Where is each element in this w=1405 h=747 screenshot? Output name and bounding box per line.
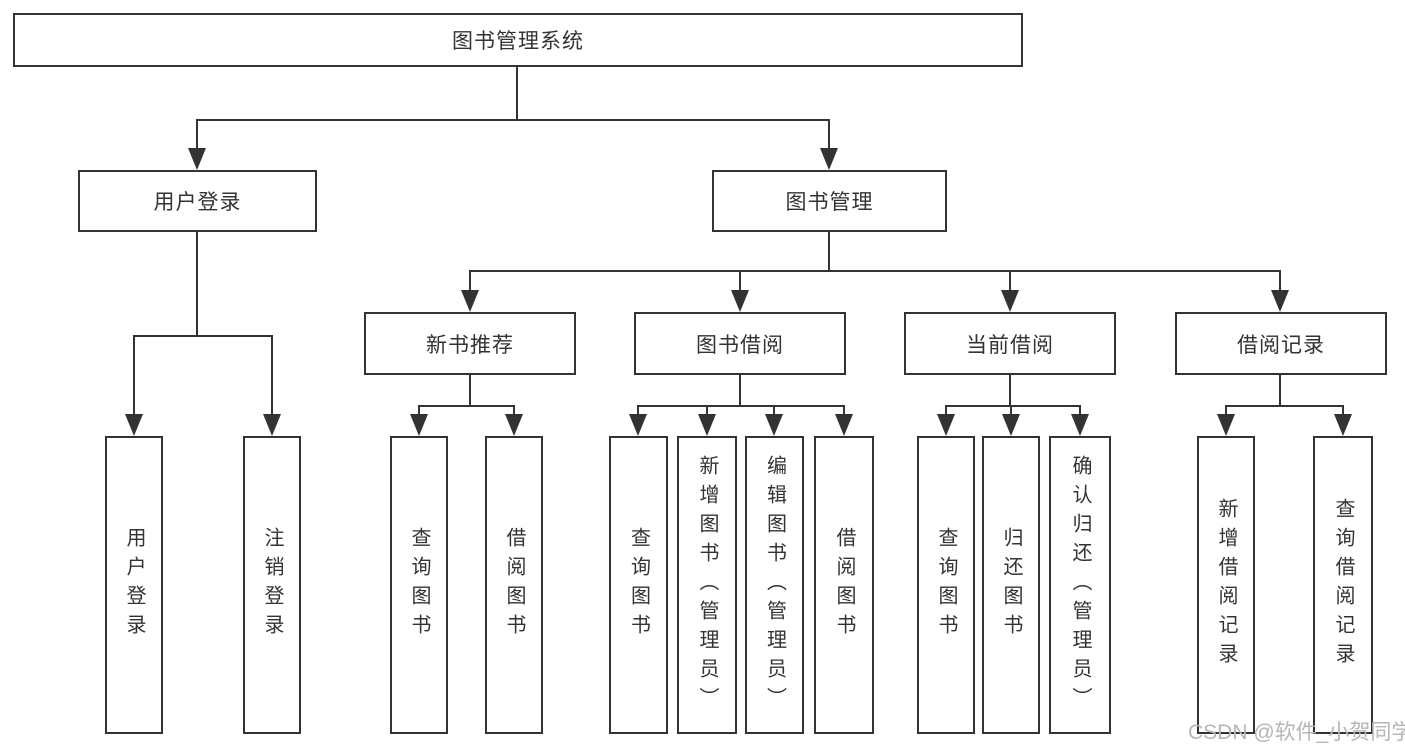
arrow-to-borrow-add-icon [698, 405, 716, 436]
node-label: 图书管理系统 [452, 30, 584, 53]
node-library-management-system: 图书管理系统 [13, 13, 1023, 67]
leaf-label: 用户登录 [123, 527, 145, 643]
arrow-to-borrow-query-icon [629, 405, 647, 436]
leaf-recommend-borrow-books: 借阅图书 [485, 436, 543, 734]
leaf-user-login: 用户登录 [105, 436, 163, 734]
leaf-records-query-borrow-record: 查询借阅记录 [1313, 436, 1373, 734]
arrow-to-records-add-icon [1217, 405, 1235, 436]
connector-recommend-stub [469, 375, 471, 405]
connector-current-stub [1009, 375, 1011, 405]
leaf-label: 确认归还（管理员） [1069, 454, 1091, 716]
arrow-to-recommend-borrow-icon [505, 405, 523, 436]
arrow-to-current-return-icon [1002, 405, 1020, 436]
arrow-to-records-query-icon [1334, 405, 1352, 436]
node-borrow-records: 借阅记录 [1175, 312, 1387, 375]
arrow-to-leaf-user-login-icon [125, 335, 143, 436]
leaf-label: 查询图书 [627, 527, 650, 643]
leaf-current-query-books: 查询图书 [917, 436, 975, 734]
arrow-to-borrow-records-icon [1271, 270, 1289, 312]
leaf-label: 查询图书 [935, 527, 957, 643]
node-label: 图书借阅 [696, 333, 784, 357]
arrow-to-recommend-query-icon [410, 405, 428, 436]
connector-book-management-stub [828, 232, 830, 270]
connector-recommend-split [418, 405, 515, 407]
arrow-to-current-query-icon [937, 405, 955, 436]
connector-records-split [1225, 405, 1344, 407]
leaf-label: 新增图书（管理员） [696, 454, 718, 716]
arrow-to-book-borrow-icon [731, 270, 749, 312]
connector-user-login-split [133, 335, 273, 337]
node-label: 图书管理 [785, 191, 874, 214]
leaf-records-add-borrow-record: 新增借阅记录 [1197, 436, 1255, 734]
connector-user-login-stub [196, 232, 198, 335]
node-current-borrow: 当前借阅 [904, 312, 1116, 375]
node-book-borrow: 图书借阅 [634, 312, 846, 375]
leaf-recommend-query-books: 查询图书 [390, 436, 448, 734]
node-new-book-recommend: 新书推荐 [364, 312, 576, 375]
arrow-to-current-borrow-icon [1001, 270, 1019, 312]
leaf-borrow-add-books-admin: 新增图书（管理员） [677, 436, 737, 734]
node-user-login: 用户登录 [78, 170, 317, 232]
leaf-label: 注销登录 [261, 527, 283, 643]
node-label: 用户登录 [153, 191, 242, 214]
arrow-to-new-book-recommend-icon [461, 270, 479, 312]
arrow-to-borrow-edit-icon [765, 405, 783, 436]
connector-current-split [945, 405, 1081, 407]
connector-root-split [196, 119, 830, 121]
connector-borrow-split [637, 405, 845, 407]
connector-borrow-stub [739, 375, 741, 405]
leaf-current-return-books: 归还图书 [982, 436, 1040, 734]
leaf-label: 归还图书 [1000, 527, 1022, 643]
leaf-borrow-edit-books-admin: 编辑图书（管理员） [745, 436, 804, 734]
csdn-watermark: CSDN @软件_小贺同学 [1188, 721, 1405, 744]
connector-records-stub [1279, 375, 1281, 405]
arrow-to-book-management-icon [820, 119, 838, 170]
node-book-management: 图书管理 [712, 170, 947, 232]
leaf-label: 查询图书 [408, 527, 430, 643]
arrow-to-borrow-borrow-icon [835, 405, 853, 436]
leaf-label: 借阅图书 [503, 527, 525, 643]
node-label: 当前借阅 [966, 333, 1054, 357]
connector-book-management-split [469, 270, 1281, 272]
arrow-to-leaf-logout-icon [263, 335, 281, 436]
node-label: 新书推荐 [426, 333, 514, 357]
node-label: 借阅记录 [1237, 333, 1325, 357]
connector-root-stub [516, 67, 518, 119]
leaf-borrow-query-books: 查询图书 [609, 436, 668, 734]
arrow-to-current-confirm-icon [1071, 405, 1089, 436]
leaf-label: 编辑图书（管理员） [763, 454, 786, 716]
leaf-borrow-borrow-books: 借阅图书 [814, 436, 874, 734]
leaf-label: 新增借阅记录 [1215, 498, 1237, 672]
leaf-label: 查询借阅记录 [1332, 498, 1354, 672]
leaf-logout: 注销登录 [243, 436, 301, 734]
arrow-to-user-login-icon [188, 119, 206, 170]
leaf-current-confirm-return-admin: 确认归还（管理员） [1049, 436, 1111, 734]
leaf-label: 借阅图书 [833, 527, 855, 643]
